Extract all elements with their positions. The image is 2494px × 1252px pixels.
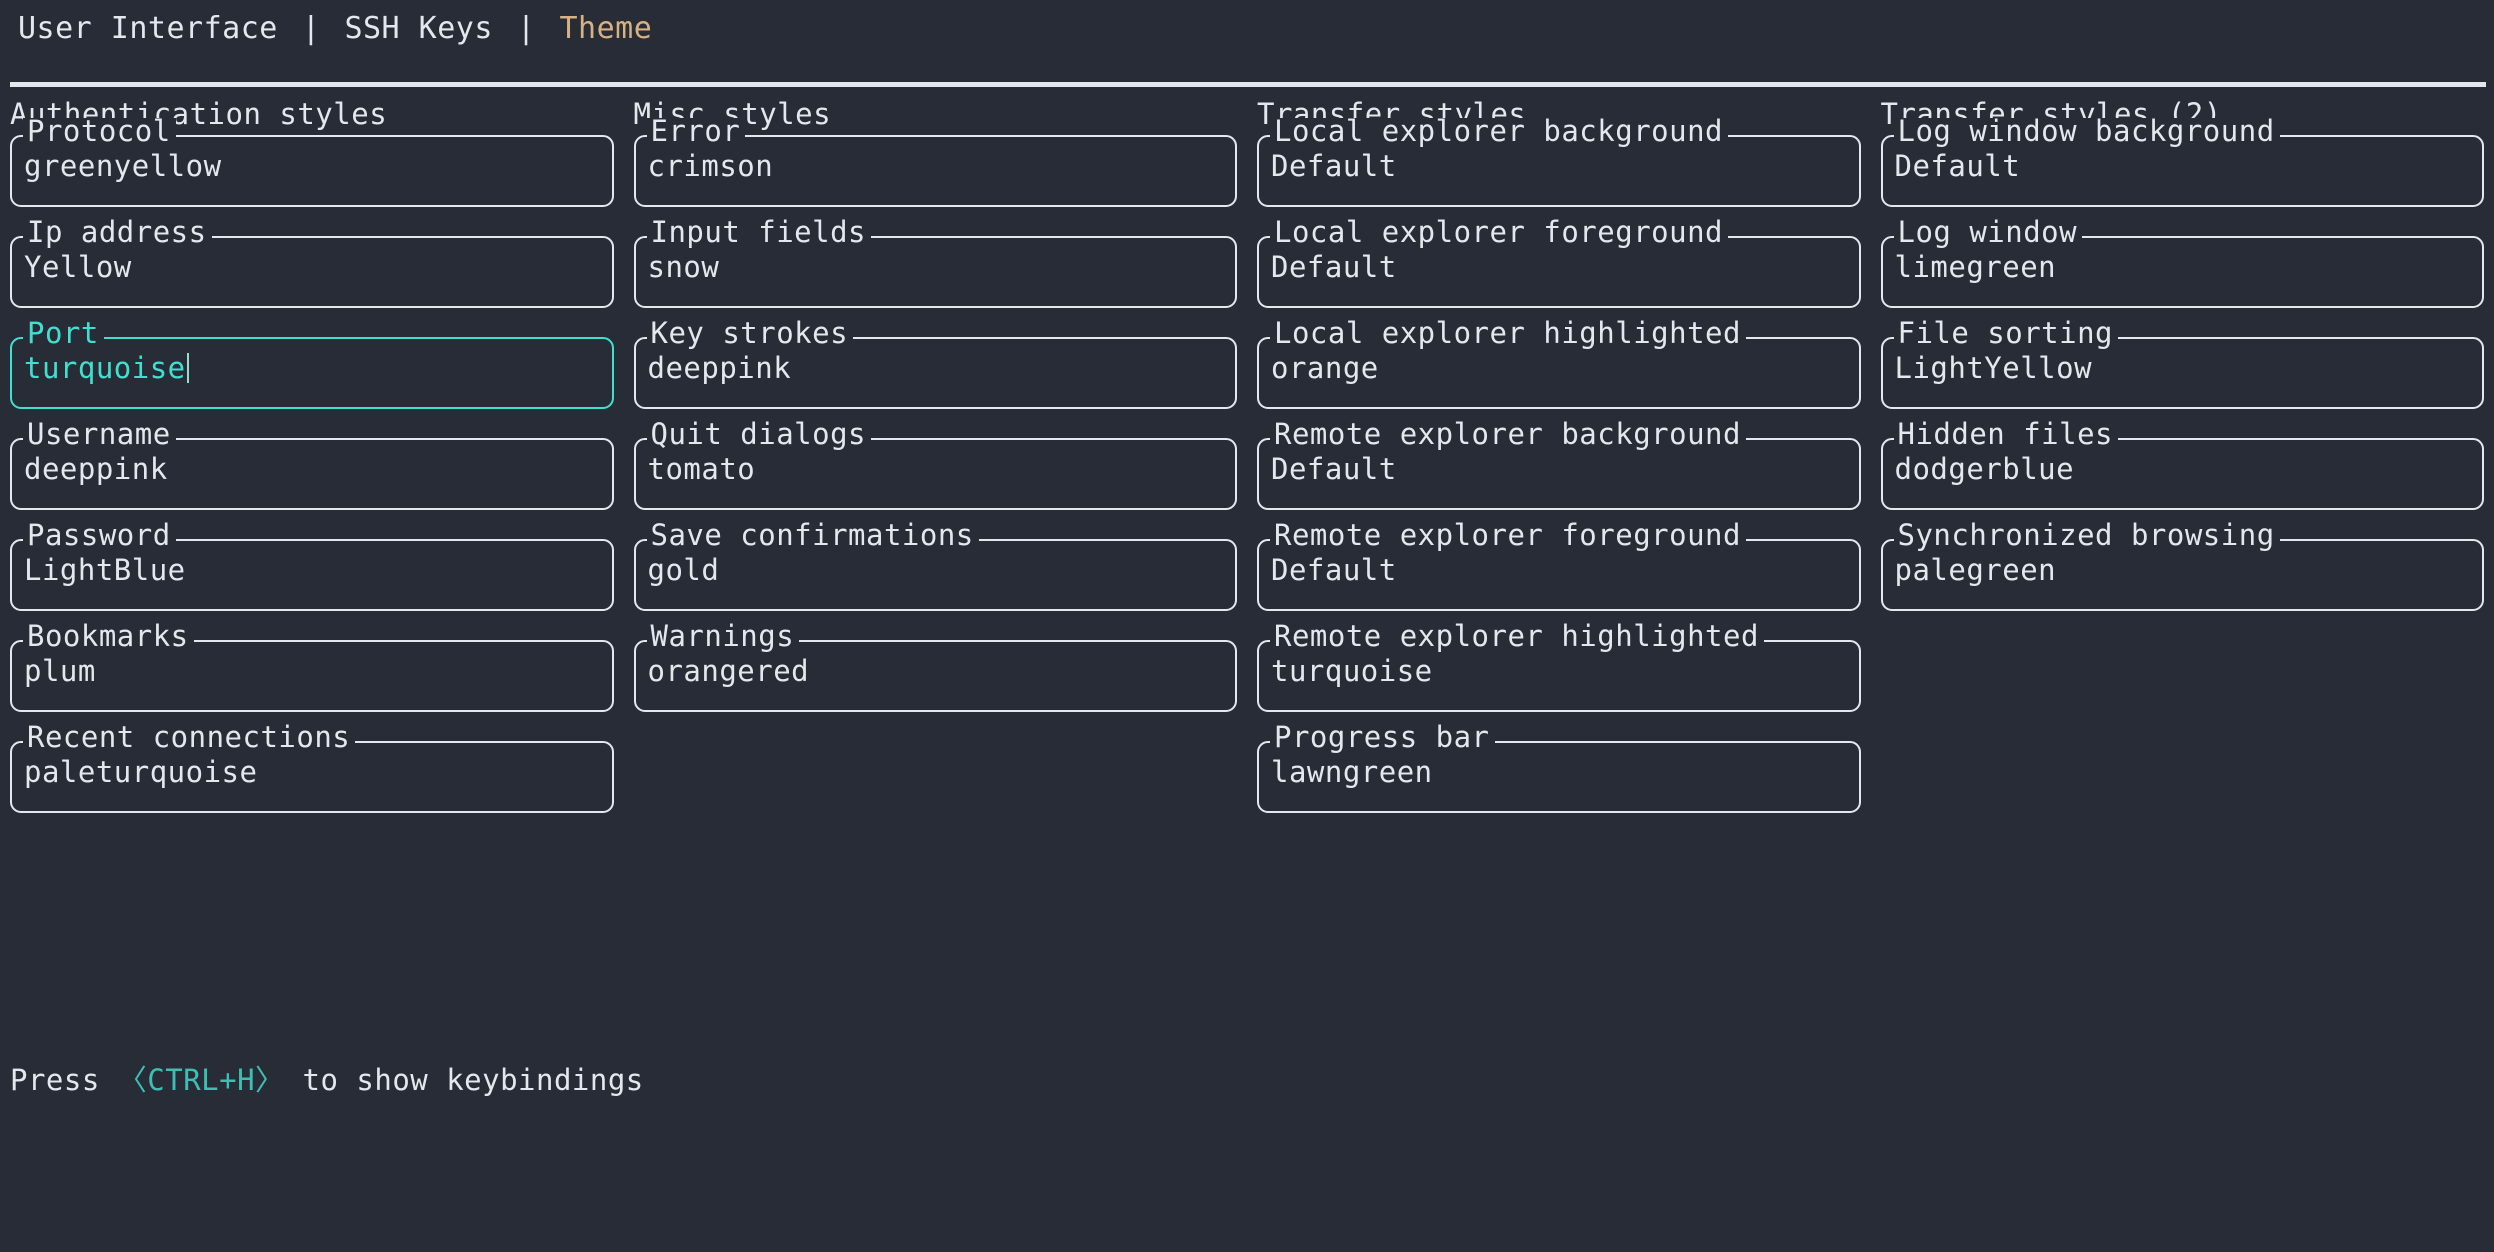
field-label: Bookmarks (23, 622, 194, 651)
field-label: Recent connections (23, 723, 356, 752)
hint-prefix: Press (10, 1063, 100, 1097)
column-transfer-styles: Transfer styles Local explorer backgroun… (1247, 95, 1871, 842)
keybindings-hint: Press 〈CTRL+H〉 to show keybindings (10, 1057, 644, 1099)
field-value: gold (647, 553, 720, 587)
field-value: orange (1271, 351, 1379, 385)
field-value: orangered (647, 654, 810, 688)
column-authentication-styles: Authentication styles Protocol greenyell… (0, 95, 624, 842)
field-label: Log window (1893, 218, 2083, 247)
field-local-explorer-foreground[interactable]: Local explorer foreground Default (1257, 218, 1861, 308)
field-label: Protocol (23, 117, 176, 146)
field-value: Default (1271, 250, 1397, 284)
hint-key-combo: 〈CTRL+H〉 (117, 1063, 285, 1097)
field-value: paleturquoise (24, 755, 258, 789)
field-value: Yellow (24, 250, 132, 284)
theme-columns: Authentication styles Protocol greenyell… (0, 95, 2494, 842)
field-value: tomato (647, 452, 756, 486)
field-quit-dialogs[interactable]: Quit dialogs tomato (633, 420, 1237, 510)
field-value: dodgerblue (1894, 452, 2075, 486)
field-value: deeppink (647, 351, 792, 385)
field-value: palegreen (1894, 553, 2057, 587)
field-log-window-background[interactable]: Log window background Default (1880, 117, 2484, 207)
field-value: Default (1894, 149, 2021, 183)
field-label: File sorting (1893, 319, 2119, 348)
field-password[interactable]: Password LightBlue (10, 521, 614, 611)
field-label: Error (646, 117, 746, 146)
field-file-sorting[interactable]: File sorting LightYellow (1880, 319, 2484, 409)
field-value: Default (1271, 553, 1397, 587)
field-remote-explorer-highlighted[interactable]: Remote explorer highlighted turquoise (1257, 622, 1861, 712)
column-misc-styles: Misc styles Error crimson Input fields s… (624, 95, 1248, 842)
field-log-window[interactable]: Log window limegreen (1880, 218, 2484, 308)
field-label: Password (23, 521, 176, 550)
column-transfer-styles-2: Transfer styles (2) Log window backgroun… (1871, 95, 2494, 842)
field-error[interactable]: Error crimson (633, 117, 1237, 207)
tab-separator: | (301, 10, 321, 46)
field-value-wrapper: turquoise (24, 347, 189, 389)
field-label: Save confirmations (646, 521, 979, 550)
field-label: Input fields (646, 218, 872, 247)
field-value: snow (647, 250, 720, 284)
field-label: Quit dialogs (646, 420, 872, 449)
field-label: Remote explorer background (1270, 420, 1746, 449)
field-value: crimson (647, 149, 774, 183)
tab-theme[interactable]: Theme (559, 10, 653, 46)
field-protocol[interactable]: Protocol greenyellow (10, 117, 614, 207)
field-bookmarks[interactable]: Bookmarks plum (10, 622, 614, 712)
field-value: LightYellow (1894, 351, 2093, 385)
tab-bar: User Interface | SSH Keys | Theme (16, 6, 654, 50)
field-label: Synchronized browsing (1893, 521, 2280, 550)
text-cursor (186, 353, 189, 383)
tab-separator: | (516, 10, 536, 46)
field-value: turquoise (1271, 654, 1433, 688)
field-label: Local explorer foreground (1270, 218, 1728, 247)
field-value: greenyellow (24, 149, 222, 183)
field-value: plum (24, 654, 96, 688)
tab-user-interface[interactable]: User Interface (18, 10, 278, 46)
tab-ssh-keys[interactable]: SSH Keys (344, 10, 493, 46)
field-label: Hidden files (1893, 420, 2119, 449)
field-label: Local explorer background (1270, 117, 1728, 146)
header-divider (10, 82, 2486, 87)
field-key-strokes[interactable]: Key strokes deeppink (633, 319, 1237, 409)
field-value: Default (1271, 452, 1397, 486)
field-ip-address[interactable]: Ip address Yellow (10, 218, 614, 308)
field-value: limegreen (1894, 250, 2057, 284)
field-local-explorer-background[interactable]: Local explorer background Default (1257, 117, 1861, 207)
field-label: Port (23, 319, 104, 348)
field-local-explorer-highlighted[interactable]: Local explorer highlighted orange (1257, 319, 1861, 409)
field-value: LightBlue (24, 553, 186, 587)
field-value: deeppink (24, 452, 168, 486)
field-synchronized-browsing[interactable]: Synchronized browsing palegreen (1880, 521, 2484, 611)
field-input-fields[interactable]: Input fields snow (633, 218, 1237, 308)
field-label: Local explorer highlighted (1270, 319, 1746, 348)
field-save-confirmations[interactable]: Save confirmations gold (633, 521, 1237, 611)
field-label: Ip address (23, 218, 212, 247)
hint-suffix: to show keybindings (302, 1063, 644, 1097)
field-warnings[interactable]: Warnings orangered (633, 622, 1237, 712)
field-remote-explorer-foreground[interactable]: Remote explorer foreground Default (1257, 521, 1861, 611)
field-recent-connections[interactable]: Recent connections paleturquoise (10, 723, 614, 813)
field-label: Key strokes (646, 319, 854, 348)
field-value: lawngreen (1271, 755, 1433, 789)
field-port[interactable]: Port turquoise (10, 319, 614, 409)
field-label: Remote explorer foreground (1270, 521, 1746, 550)
field-label: Remote explorer highlighted (1270, 622, 1764, 651)
field-hidden-files[interactable]: Hidden files dodgerblue (1880, 420, 2484, 510)
field-value: turquoise (24, 351, 186, 385)
field-label: Log window background (1893, 117, 2280, 146)
field-label: Warnings (646, 622, 800, 651)
field-username[interactable]: Username deeppink (10, 420, 614, 510)
field-label: Username (23, 420, 176, 449)
field-value: Default (1271, 149, 1397, 183)
field-label: Progress bar (1270, 723, 1495, 752)
field-progress-bar[interactable]: Progress bar lawngreen (1257, 723, 1861, 813)
field-remote-explorer-background[interactable]: Remote explorer background Default (1257, 420, 1861, 510)
